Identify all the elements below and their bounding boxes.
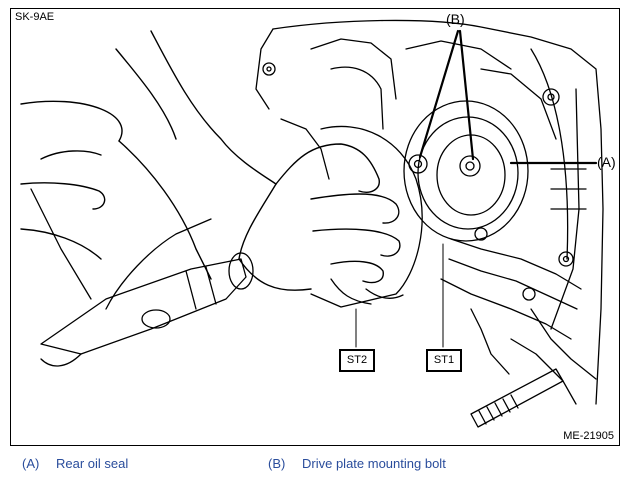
hammer — [30, 188, 254, 367]
hands — [20, 30, 401, 291]
legend-text: Drive plate mounting bolt — [302, 456, 446, 471]
st2-ring — [310, 125, 423, 308]
legend: (A) Rear oil seal (B) Drive plate mounting… — [22, 456, 622, 476]
figure-code-top: SK-9AE — [15, 11, 55, 23]
leader-lines — [418, 29, 598, 165]
illustration-frame: SK-9AE ME-21905 (B) (A) ST2 ST1 — [10, 8, 620, 446]
line-drawing — [20, 19, 604, 428]
callout-a: (A) — [597, 154, 616, 170]
legend-item-b: (B) Drive plate mounting bolt — [268, 456, 446, 471]
legend-text: Rear oil seal — [56, 456, 129, 471]
tool-label-st2: ST2 — [339, 349, 375, 372]
legend-item-a: (A) Rear oil seal — [22, 456, 128, 471]
leader-lines-thin — [355, 243, 444, 348]
legend-key: (A) — [22, 456, 40, 471]
threaded-bolt — [470, 368, 564, 428]
tool-label-st1: ST1 — [426, 349, 462, 372]
callout-b: (B) — [446, 11, 465, 27]
legend-key: (B) — [268, 456, 286, 471]
engine-block — [255, 19, 604, 405]
figure-code-bottom: ME-21905 — [563, 430, 614, 442]
